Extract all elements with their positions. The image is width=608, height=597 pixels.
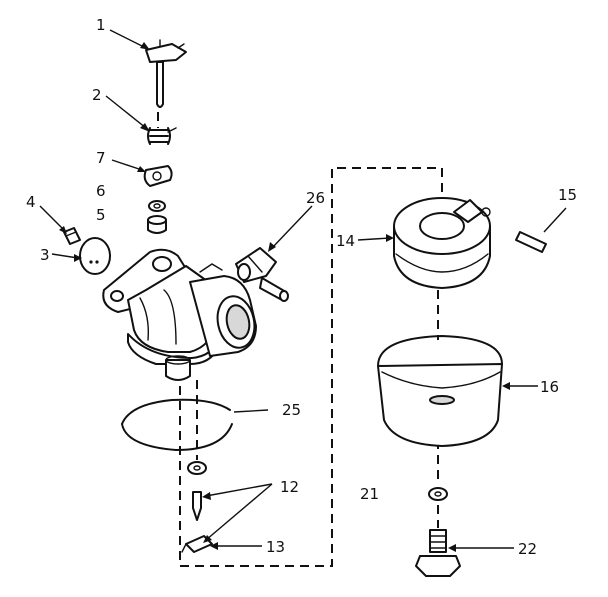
part-14-float	[393, 197, 491, 289]
part-25-gasket-ring	[121, 398, 233, 451]
part-15-pin	[515, 231, 547, 253]
bottom-stem	[165, 359, 191, 381]
part-5-seal	[147, 215, 167, 234]
part-22-bowl-nut	[415, 529, 461, 577]
part-1-throttle-plate	[145, 39, 187, 108]
part-4-screw	[63, 227, 81, 245]
callout-6: 6	[96, 182, 106, 200]
callout-2: 2	[92, 86, 102, 104]
callout-26: 26	[306, 189, 325, 207]
part-7-lever	[143, 165, 173, 187]
callout-21: 21	[360, 485, 379, 503]
callout-7: 7	[96, 149, 106, 167]
callout-labels: 1 2 7 6 5 4 3 26 14 15 16 25 12 13 21 22	[26, 16, 577, 558]
leader-lines	[39, 29, 567, 552]
part-3-disc	[79, 237, 111, 275]
callout-22: 22	[518, 540, 537, 558]
part-16-float-bowl	[377, 335, 503, 447]
callout-16: 16	[540, 378, 559, 396]
callout-15: 15	[558, 186, 577, 204]
callout-12: 12	[280, 478, 299, 496]
callout-5: 5	[96, 206, 106, 224]
part-26-fitting	[235, 247, 289, 302]
part-6-washer	[148, 200, 166, 212]
callout-3: 3	[40, 246, 50, 264]
part-2-spring	[147, 127, 177, 145]
callout-1: 1	[96, 16, 106, 34]
dash-outline	[179, 167, 443, 567]
callout-4: 4	[26, 193, 36, 211]
callout-14: 14	[336, 232, 355, 250]
callout-25: 25	[282, 401, 301, 419]
part-12-washer-and-needle	[187, 461, 207, 521]
part-21-washer	[428, 487, 448, 501]
callout-13: 13	[266, 538, 285, 556]
carburetor-body	[102, 248, 257, 381]
